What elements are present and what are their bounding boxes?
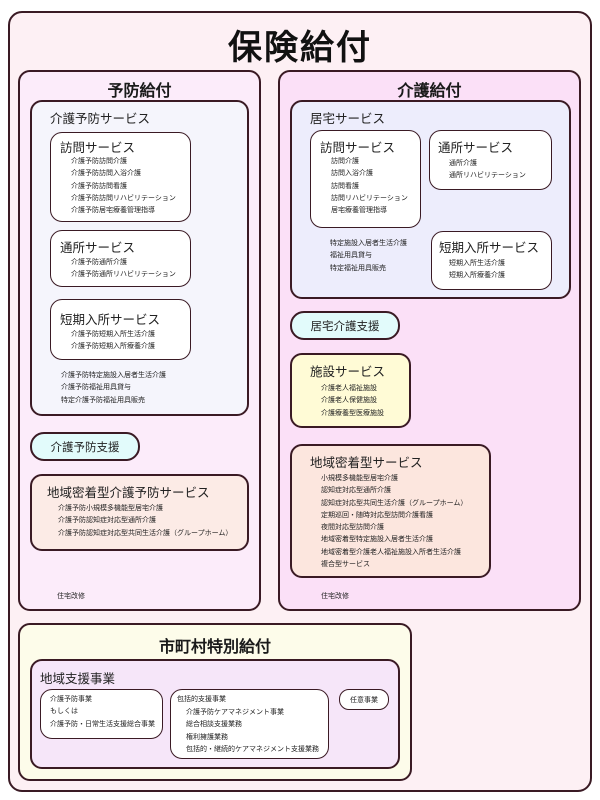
kyotaku-kaigo-shien-label: 居宅介護支援	[310, 319, 380, 333]
yobo-jutaku-kaishu: 住宅改修	[57, 592, 85, 600]
list-item: 複合型サービス	[321, 560, 370, 569]
page-title: 保険給付	[228, 28, 372, 68]
list-item: 短期入所療養介護	[449, 271, 505, 280]
list-item: 訪問介護	[331, 157, 359, 165]
list-item: 介護予防認知症対応型共同生活介護（グループホーム）	[58, 528, 233, 537]
list-item: 介護老人保健施設	[321, 396, 377, 405]
list-item: 介護予防通所リハビリテーション	[71, 270, 176, 279]
yobo-houmon-title: 訪問サービス	[60, 140, 136, 155]
list-item: 通所リハビリテーション	[449, 171, 526, 180]
list-item: 介護予防・日常生活支援総合事業	[50, 719, 155, 728]
list-item: 介護予防短期入所生活介護	[71, 330, 155, 338]
list-item: 居宅療養管理指導	[331, 206, 387, 215]
kyotaku-service-title: 居宅サービス	[310, 111, 386, 126]
yobo-chiiki-box	[30, 474, 249, 551]
kaigo-houmon-box	[310, 130, 421, 228]
list-item: 権利擁護業務	[186, 732, 228, 741]
yobo-chiiki-title: 地域密着型介護予防サービス	[47, 485, 210, 500]
nini-jigyo-box	[339, 689, 389, 710]
yobo-tanki-list: 介護予防短期入所生活介護 介護予防短期入所療養介護	[71, 328, 155, 353]
yobo-other-services-list: 介護予防特定施設入居者生活介護 介護予防福祉用具貸与 特定介護予防福祉用具販売	[61, 369, 166, 406]
shisetsu-service-box	[290, 353, 411, 428]
list-item: 介護予防居宅療養管理指導	[71, 206, 155, 215]
kaigo-tanki-list: 短期入所生活介護 短期入所療養介護	[449, 257, 505, 282]
list-item: 介護予防短期入所療養介護	[71, 342, 155, 351]
kaigo-yobo-shien-box	[30, 432, 140, 461]
yobo-chiiki-list: 介護予防小規模多機能型居宅介護 介護予防認知症対応型通所介護 介護予防認知症対応…	[58, 502, 232, 539]
list-item: 特定施設入居者生活介護	[330, 239, 407, 247]
list-item: 介護予防福祉用具貸与	[61, 383, 131, 392]
kaigo-tanki-title: 短期入所サービス	[439, 240, 540, 255]
kaigo-tsusho-title: 通所サービス	[438, 140, 514, 155]
list-item: 地域密着型特定施設入居者生活介護	[321, 535, 433, 544]
kaigo-yobo-jigyo-list: 介護予防事業 もしくは 介護予防・日常生活支援総合事業	[50, 693, 155, 730]
list-item: 福祉用具貸与	[330, 251, 372, 260]
kaigo-tsusho-box	[429, 130, 552, 190]
list-item: もしくは	[50, 707, 78, 716]
shisetsu-service-list: 介護老人福祉施設 介護老人保健施設 介護療養型医療施設	[321, 382, 384, 419]
list-item: 訪問リハビリテーション	[331, 193, 408, 202]
list-item: 認知症対応型通所介護	[321, 486, 391, 495]
list-item: 介護予防訪問介護	[71, 157, 127, 165]
kaigo-kyufu-heading: 介護給付	[397, 81, 462, 100]
shisetsu-service-title: 施設サービス	[310, 364, 386, 379]
list-item: 介護老人福祉施設	[321, 384, 377, 392]
yobo-tsusho-list: 介護予防通所介護 介護予防通所リハビリテーション	[71, 256, 176, 281]
kaigo-other-services-list: 特定施設入居者生活介護 福祉用具貸与 特定福祉用具販売	[330, 237, 407, 274]
hokatsu-shien-jigyo-box	[170, 689, 329, 759]
kaigo-yobo-shien-label: 介護予防支援	[50, 440, 120, 454]
yobo-kyufu-heading: 予防給付	[107, 81, 172, 100]
list-item: 介護予防認知症対応型通所介護	[58, 516, 156, 525]
list-item: 総合相談支援業務	[186, 720, 242, 729]
list-item: 訪問看護	[331, 181, 359, 190]
list-item: 介護予防通所介護	[71, 258, 127, 266]
list-item: 介護予防事業	[50, 695, 92, 703]
list-item: 介護予防訪問入浴介護	[71, 169, 141, 178]
list-item: 介護療養型医療施設	[321, 408, 384, 417]
kaigo-jutaku-kaishu: 住宅改修	[321, 592, 349, 600]
list-item: 地域密着型介護老人福祉施設入所者生活介護	[321, 547, 461, 556]
kaigo-yobo-jigyo-box	[40, 689, 163, 739]
yobo-houmon-list: 介護予防訪問介護 介護予防訪問入浴介護 介護予防訪問看護 介護予防訪問リハビリテ…	[71, 155, 176, 216]
list-item: 小規模多機能型居宅介護	[321, 474, 398, 482]
list-item: 特定福祉用具販売	[330, 263, 386, 272]
kaigo-chiiki-list: 小規模多機能型居宅介護 認知症対応型通所介護 認知症対応型共同生活介護（グループ…	[321, 472, 467, 570]
kaigo-chiiki-title: 地域密着型サービス	[310, 455, 423, 470]
yobo-tsusho-box	[50, 230, 191, 287]
kaigo-tanki-box	[431, 231, 552, 290]
kaigo-chiiki-box	[290, 444, 491, 578]
list-item: 介護予防訪問リハビリテーション	[71, 193, 176, 202]
kaigo-yobo-service-title: 介護予防サービス	[50, 111, 151, 126]
shichoson-tokubetsu-heading: 市町村特別給付	[158, 637, 271, 656]
list-item: 訪問入浴介護	[331, 169, 373, 178]
yobo-tanki-box	[50, 299, 191, 360]
list-item: 夜間対応型訪問介護	[321, 523, 384, 532]
list-item: 短期入所生活介護	[449, 259, 505, 267]
kaigo-houmon-title: 訪問サービス	[320, 140, 396, 155]
kaigo-houmon-list: 訪問介護 訪問入浴介護 訪問看護 訪問リハビリテーション 居宅療養管理指導	[331, 155, 408, 216]
list-item: 介護予防ケアマネジメント事業	[186, 708, 284, 716]
hokatsu-shien-jigyo-list: 介護予防ケアマネジメント事業 総合相談支援業務 権利擁護業務 包括的・継続的ケア…	[186, 706, 319, 755]
list-item: 定期巡回・随時対応型訪問介護看護	[321, 510, 433, 519]
yobo-houmon-box	[50, 132, 191, 222]
list-item: 包括的・継続的ケアマネジメント支援業務	[186, 744, 319, 753]
list-item: 介護予防特定施設入居者生活介護	[61, 371, 166, 379]
kaigo-tsusho-list: 通所介護 通所リハビリテーション	[449, 157, 526, 182]
nini-jigyo-label: 任意事業	[350, 696, 378, 704]
list-item: 介護予防小規模多機能型居宅介護	[58, 504, 163, 512]
list-item: 介護予防訪問看護	[71, 181, 127, 190]
list-item: 認知症対応型共同生活介護（グループホーム）	[321, 498, 468, 507]
yobo-tsusho-title: 通所サービス	[60, 240, 136, 255]
chiiki-shien-jigyo-title: 地域支援事業	[40, 671, 116, 686]
list-item: 通所介護	[449, 159, 477, 167]
hokatsu-shien-jigyo-title: 包括的支援事業	[177, 695, 226, 703]
yobo-tanki-title: 短期入所サービス	[60, 312, 161, 327]
list-item: 特定介護予防福祉用具販売	[61, 395, 145, 404]
kyotaku-kaigo-shien-box	[290, 311, 400, 340]
